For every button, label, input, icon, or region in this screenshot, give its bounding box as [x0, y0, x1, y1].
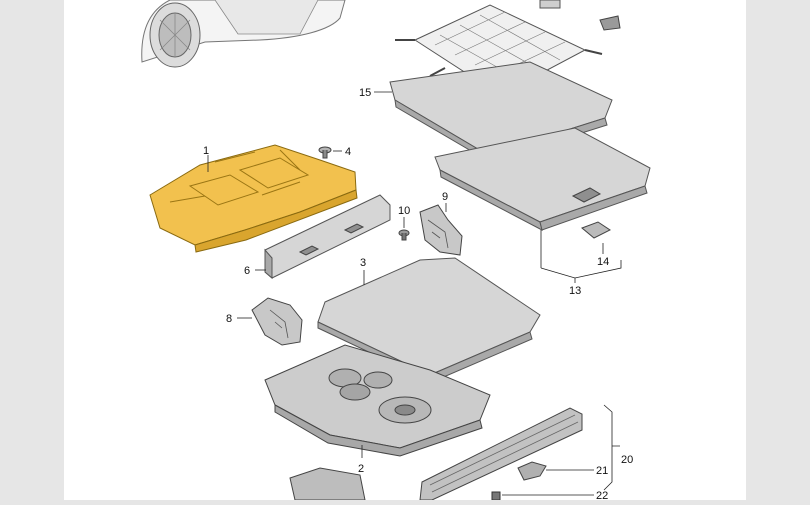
bracket-8[interactable] [251, 297, 303, 346]
label-2: 2 [358, 463, 364, 475]
label-9: 9 [442, 191, 448, 203]
callout-labels: 1 4 15 6 8 3 2 10 9 14 13 20 21 22 [203, 87, 633, 502]
parts-diagram: 1 4 15 6 8 3 2 10 9 14 13 20 21 22 [64, 0, 746, 502]
floor-well-2[interactable] [264, 344, 491, 457]
floor-panel-13[interactable] [434, 127, 651, 231]
label-14: 14 [597, 256, 609, 268]
label-13: 13 [569, 285, 581, 297]
label-20: 20 [621, 454, 633, 466]
leader-lines [207, 91, 622, 496]
clip-4[interactable] [318, 146, 332, 159]
label-21: 21 [596, 465, 608, 477]
vehicle-outline [141, 0, 346, 68]
label-1: 1 [203, 145, 209, 157]
label-15: 15 [359, 87, 371, 99]
label-22: 22 [596, 490, 608, 500]
exploded-view: 1 4 15 6 8 3 2 10 9 14 13 20 21 22 [141, 0, 651, 502]
label-4: 4 [345, 146, 351, 158]
handle-14[interactable] [581, 221, 611, 239]
clip-21[interactable] [517, 461, 547, 481]
floor-cover-3[interactable] [317, 257, 541, 383]
label-8: 8 [226, 313, 232, 325]
label-6: 6 [244, 265, 250, 277]
label-3: 3 [360, 257, 366, 269]
screw-10[interactable] [398, 229, 410, 241]
trim-strip-6[interactable] [264, 194, 391, 280]
clip-22[interactable] [491, 491, 501, 501]
bracket-9[interactable] [419, 204, 463, 256]
storage-box[interactable] [289, 467, 366, 501]
highlighted-tray-1[interactable] [149, 144, 358, 253]
label-10: 10 [398, 205, 410, 217]
